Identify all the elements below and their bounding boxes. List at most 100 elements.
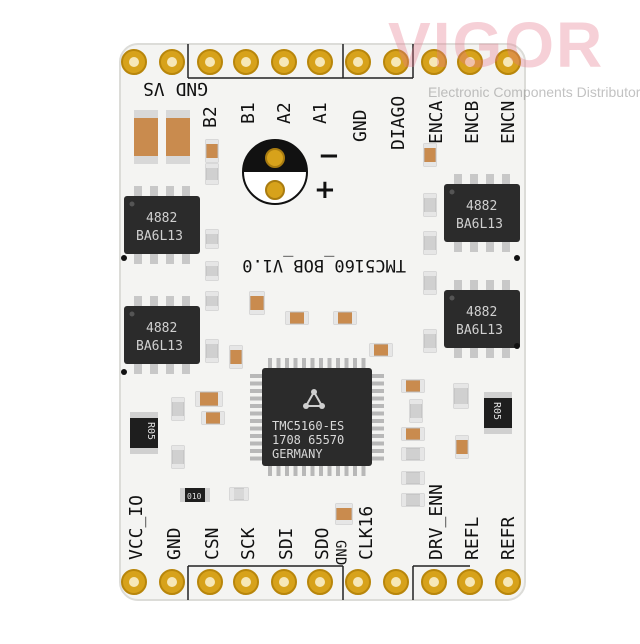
pin-label-a1: A1 (310, 102, 331, 124)
pin-label-encb: ENCB (462, 101, 483, 144)
smd-part (401, 447, 425, 461)
header-pad (121, 569, 147, 595)
pin-label-b1: B1 (238, 102, 259, 124)
smd-part (409, 399, 423, 423)
header-pad (197, 49, 223, 75)
header-pad (197, 569, 223, 595)
smd-part (205, 291, 219, 311)
board-name: TMC5160_BOB_V1.0 (242, 255, 406, 275)
header-pad (271, 569, 297, 595)
smd-part (335, 503, 353, 525)
watermark-brand: VIGOR (388, 9, 605, 81)
smd-part (205, 163, 219, 185)
pin-label-drv-enn: DRV_ENN (426, 484, 447, 560)
header-pad (457, 49, 483, 75)
pin-label-vcc-io: VCC_IO (126, 495, 147, 560)
smd-part (401, 379, 425, 393)
smd-part (455, 435, 469, 459)
header-pad (159, 569, 185, 595)
header-pad (307, 569, 333, 595)
mosfet-marking-line2: BA6L13 (456, 323, 503, 338)
header-pad (383, 569, 409, 595)
ic-marking-line3: GERMANY (272, 447, 323, 461)
smd-part (205, 339, 219, 363)
polarity-marker: − + (242, 139, 340, 205)
pin-label-clk16: CLK16 (356, 506, 377, 560)
header-pad (271, 49, 297, 75)
watermark-tagline: Electronic Components Distributor (428, 84, 640, 100)
header-pad (233, 49, 259, 75)
smd-part (423, 231, 437, 255)
shunt-resistor-left: R05 (130, 412, 158, 454)
bottom-header-pads (121, 569, 521, 595)
smd-part (201, 411, 225, 425)
smd-part (205, 229, 219, 249)
resistor-marking-010: 010 (187, 492, 202, 501)
pin-label-sdi: SDI (276, 527, 297, 560)
pin-label-a2: A2 (274, 102, 295, 124)
header-pad (307, 49, 333, 75)
mosfet-marking-line2: BA6L13 (456, 217, 503, 232)
pin-label-gnd-vs: GND VS (143, 78, 208, 99)
polarity-plus-label: + (314, 175, 336, 205)
mosfet-marking-line1: 4882 (466, 199, 497, 214)
smd-part (423, 329, 437, 353)
pin-label-b2: B2 (200, 106, 221, 128)
pcb-substrate (119, 43, 526, 601)
header-pad (457, 569, 483, 595)
header-pad (421, 569, 447, 595)
smd-part (229, 487, 249, 501)
smd-part (401, 493, 425, 507)
smd-part (171, 397, 185, 421)
watermark: VIGOR Electronic Components Distributor (388, 9, 640, 100)
tantalum-capacitors (134, 110, 190, 164)
mosfet-marking-line1: 4882 (146, 211, 177, 226)
header-pad (121, 49, 147, 75)
header-pad (345, 49, 371, 75)
smd-part (423, 193, 437, 217)
pin-label-gnd-bottom: GND (164, 527, 185, 560)
header-pad (345, 569, 371, 595)
smd-components (171, 139, 469, 525)
pin-label-encn: ENCN (498, 101, 519, 144)
header-pad (495, 569, 521, 595)
header-pad (233, 569, 259, 595)
pin-label-gnd-top: GND (350, 109, 371, 142)
mosfet-marking-line2: BA6L13 (136, 339, 183, 354)
smd-part (205, 261, 219, 281)
smd-part (171, 445, 185, 469)
pin-label-refr: REFR (498, 516, 519, 560)
pin-label-diago: DIAGO (388, 96, 409, 150)
pin-label-enca: ENCA (426, 100, 447, 144)
pin-label-sdo: SDO (312, 527, 333, 560)
resistor-marking-left: R05 (145, 422, 156, 440)
smd-part (285, 311, 309, 325)
pin-label-refl: REFL (462, 516, 483, 560)
header-pad (495, 49, 521, 75)
top-header-pads (121, 49, 521, 75)
resistor-marking-right: R05 (491, 402, 502, 420)
ic-marking-line2: 1708 65570 (272, 433, 344, 447)
smd-part (453, 383, 469, 409)
pin1-dots (121, 255, 520, 375)
smd-part (423, 143, 437, 167)
silkscreen-lines (187, 44, 470, 600)
mosfet-marking-line1: 4882 (466, 305, 497, 320)
small-resistor-010: 010 (180, 488, 210, 502)
header-pad (383, 49, 409, 75)
pin-label-sck: SCK (238, 527, 259, 560)
mosfet-marking-line2: BA6L13 (136, 229, 183, 244)
smd-part (401, 471, 425, 485)
smd-part (423, 271, 437, 295)
smd-part (229, 345, 243, 369)
shunt-resistor-right: R05 (484, 392, 512, 434)
pin-label-csn: CSN (202, 527, 223, 560)
smd-part (205, 139, 219, 163)
smd-part (369, 343, 393, 357)
